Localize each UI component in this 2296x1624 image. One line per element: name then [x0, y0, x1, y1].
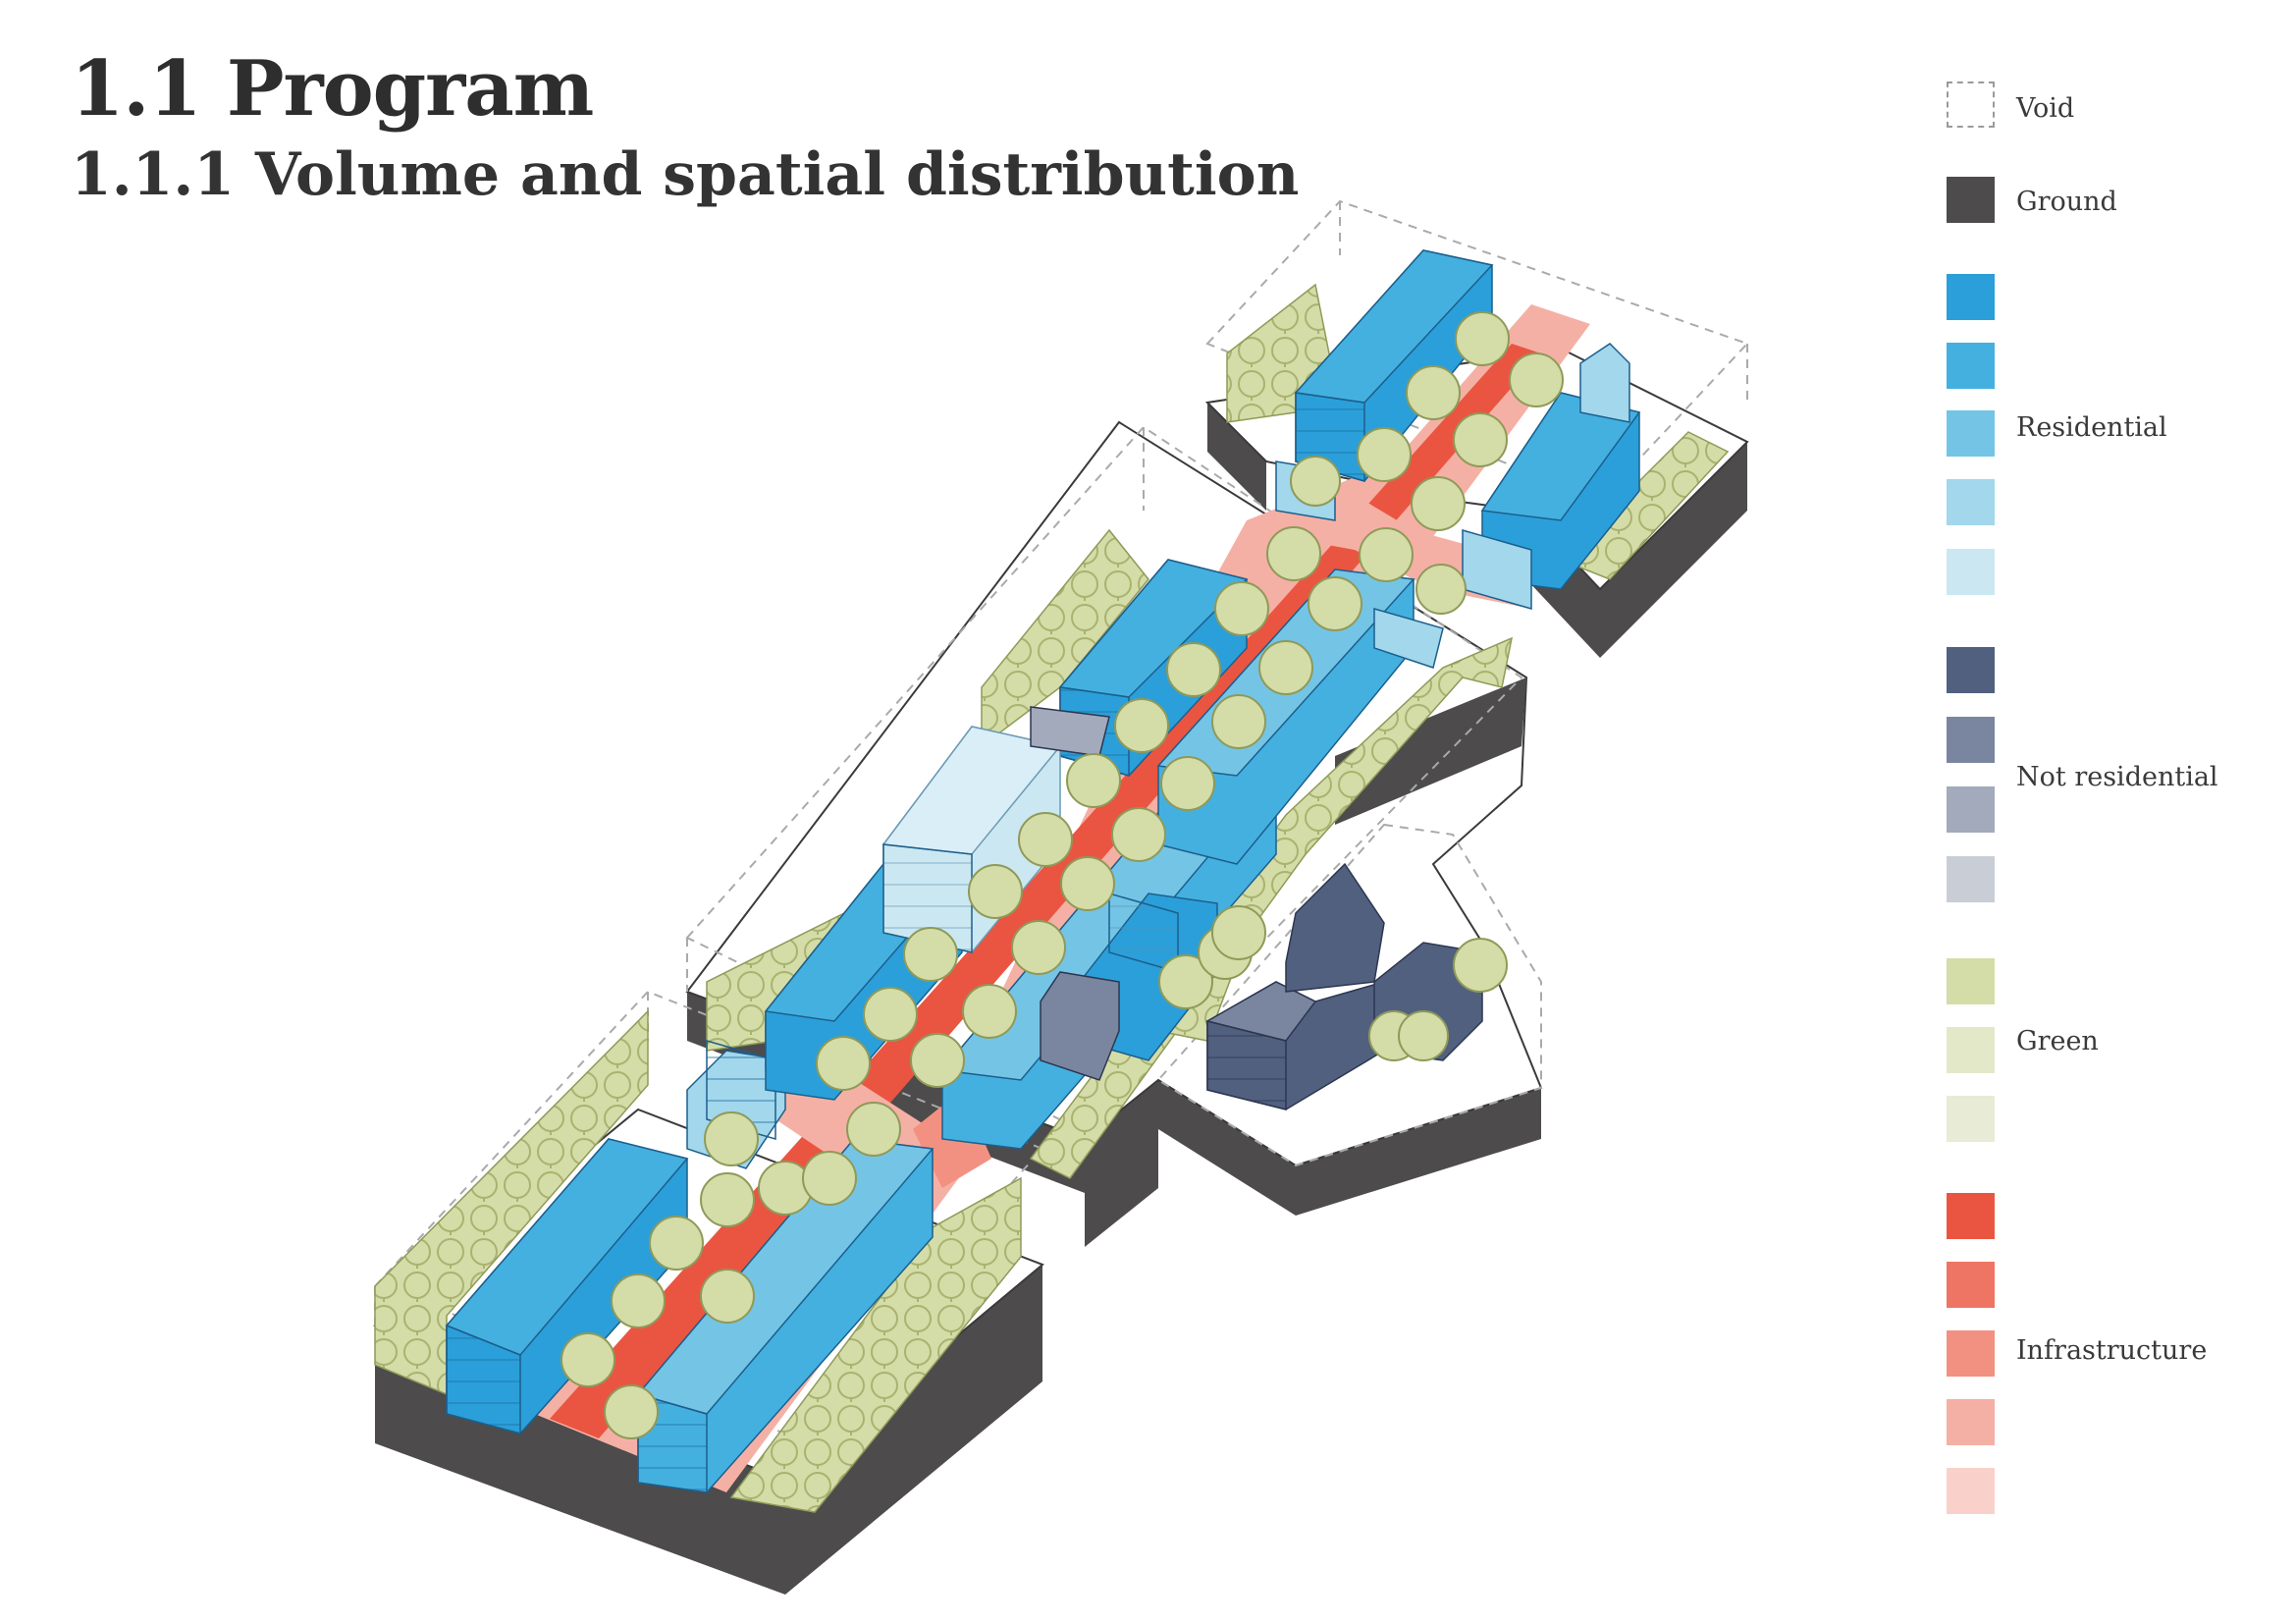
- trees: [561, 311, 1564, 1439]
- residential-buildings: [445, 249, 1641, 1493]
- page-subtitle: 1.1.1 Volume and spatial distribution: [71, 140, 1300, 209]
- non-residential-buildings: [1030, 706, 1483, 1110]
- page-title: 1.1 Program: [71, 44, 594, 134]
